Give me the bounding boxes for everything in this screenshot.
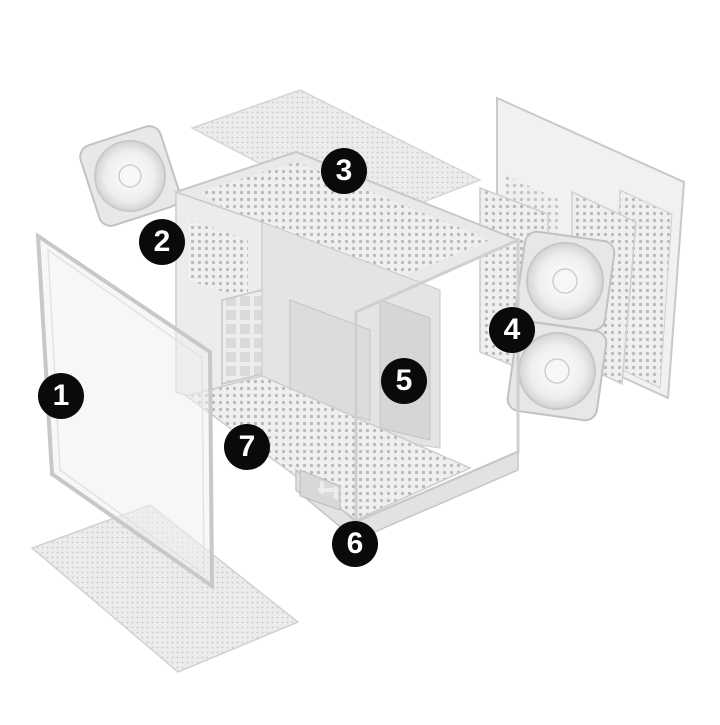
bottom-dust-filter	[30, 504, 300, 673]
callout-1: 1	[38, 373, 84, 419]
side-fans	[506, 230, 616, 422]
callout-2: 2	[139, 219, 185, 265]
callout-3: 3	[321, 148, 367, 194]
callout-4: 4	[489, 307, 535, 353]
rear-fan	[79, 125, 181, 227]
callout-7: 7	[224, 424, 270, 470]
callout-6: 6	[332, 521, 378, 567]
case-chassis	[173, 150, 521, 541]
callout-5: 5	[381, 358, 427, 404]
